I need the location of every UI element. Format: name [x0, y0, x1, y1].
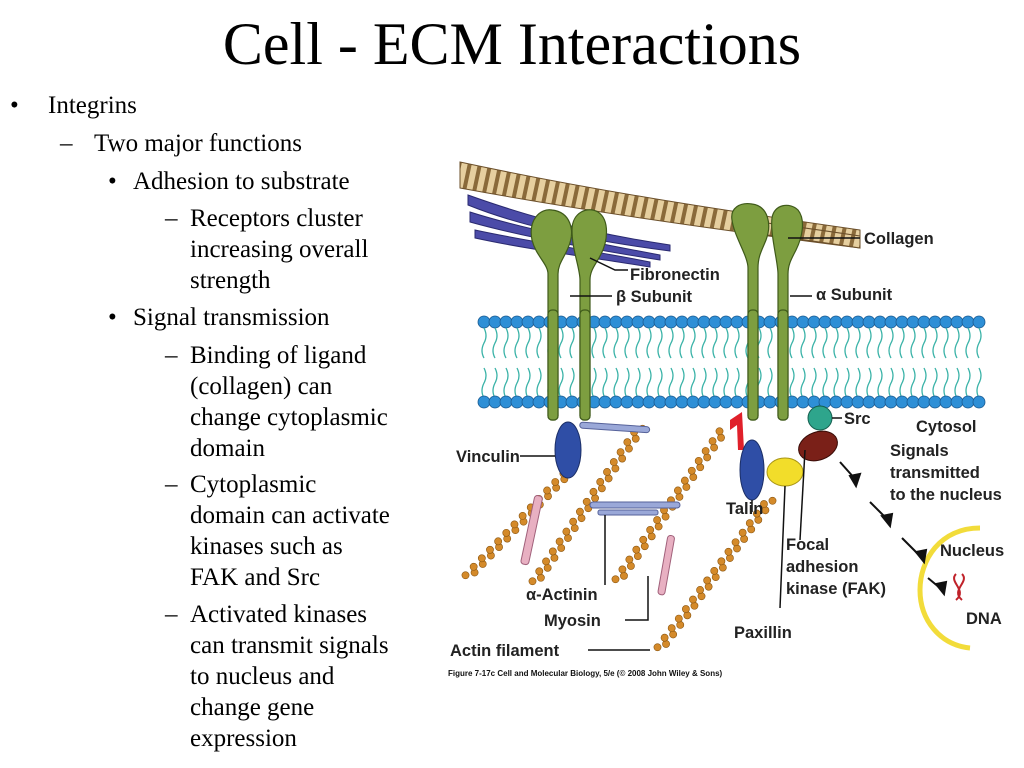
- nucleus-envelope: [917, 525, 981, 651]
- signal-arrows: [839, 461, 948, 597]
- label-vinculin: Vinculin: [456, 448, 520, 466]
- label-nucleus: Nucleus: [940, 542, 1004, 560]
- fak: [798, 430, 838, 462]
- label-signals-3: to the nucleus: [890, 486, 1002, 504]
- label-beta-subunit: β Subunit: [616, 288, 693, 306]
- integrin-dimer-left: [530, 209, 608, 421]
- src: [807, 405, 833, 431]
- dna-icon: [953, 573, 965, 601]
- integrin-dimer-right: [731, 203, 804, 421]
- cell-membrane: [477, 315, 986, 409]
- round-marker: •: [108, 304, 117, 331]
- integrin-diagram: Collagen Fibronectin β Subunit α Subunit…: [440, 150, 1024, 690]
- label-fak-1: Focal: [786, 536, 829, 554]
- label-src: Src: [844, 410, 871, 428]
- label-dna: DNA: [966, 610, 1002, 628]
- vinculin: [554, 421, 582, 479]
- myosin: [520, 495, 675, 596]
- label-alpha-actinin: α-Actinin: [526, 586, 598, 604]
- label-myosin: Myosin: [544, 612, 601, 630]
- round-marker: •: [108, 168, 117, 195]
- label-signals-2: transmitted: [890, 464, 980, 482]
- dash-marker: –: [165, 601, 178, 628]
- talin: [730, 412, 744, 450]
- leader-lines: [520, 237, 860, 651]
- label-alpha-subunit: α Subunit: [816, 286, 893, 304]
- figure-caption: Figure 7-17c Cell and Molecular Biology,…: [448, 669, 723, 678]
- label-paxillin: Paxillin: [734, 624, 792, 642]
- label-fak-3: kinase (FAK): [786, 580, 886, 598]
- round-marker: •: [10, 92, 19, 119]
- alpha-actinin: [579, 421, 681, 516]
- dash-marker: –: [165, 471, 178, 498]
- label-signals-1: Signals: [890, 442, 949, 460]
- actin-filaments: [461, 424, 777, 652]
- dash-marker: –: [60, 130, 73, 157]
- slide-title: Cell - ECM Interactions: [222, 11, 802, 77]
- label-collagen: Collagen: [864, 230, 934, 248]
- label-fak-2: adhesion: [786, 558, 858, 576]
- paxillin: [766, 457, 804, 487]
- label-fibronectin: Fibronectin: [630, 266, 720, 284]
- dash-marker: –: [165, 342, 178, 369]
- label-cytosol: Cytosol: [916, 418, 977, 436]
- label-actin-filament: Actin filament: [450, 642, 560, 660]
- dash-marker: –: [165, 205, 178, 232]
- label-talin: Talin: [726, 500, 763, 518]
